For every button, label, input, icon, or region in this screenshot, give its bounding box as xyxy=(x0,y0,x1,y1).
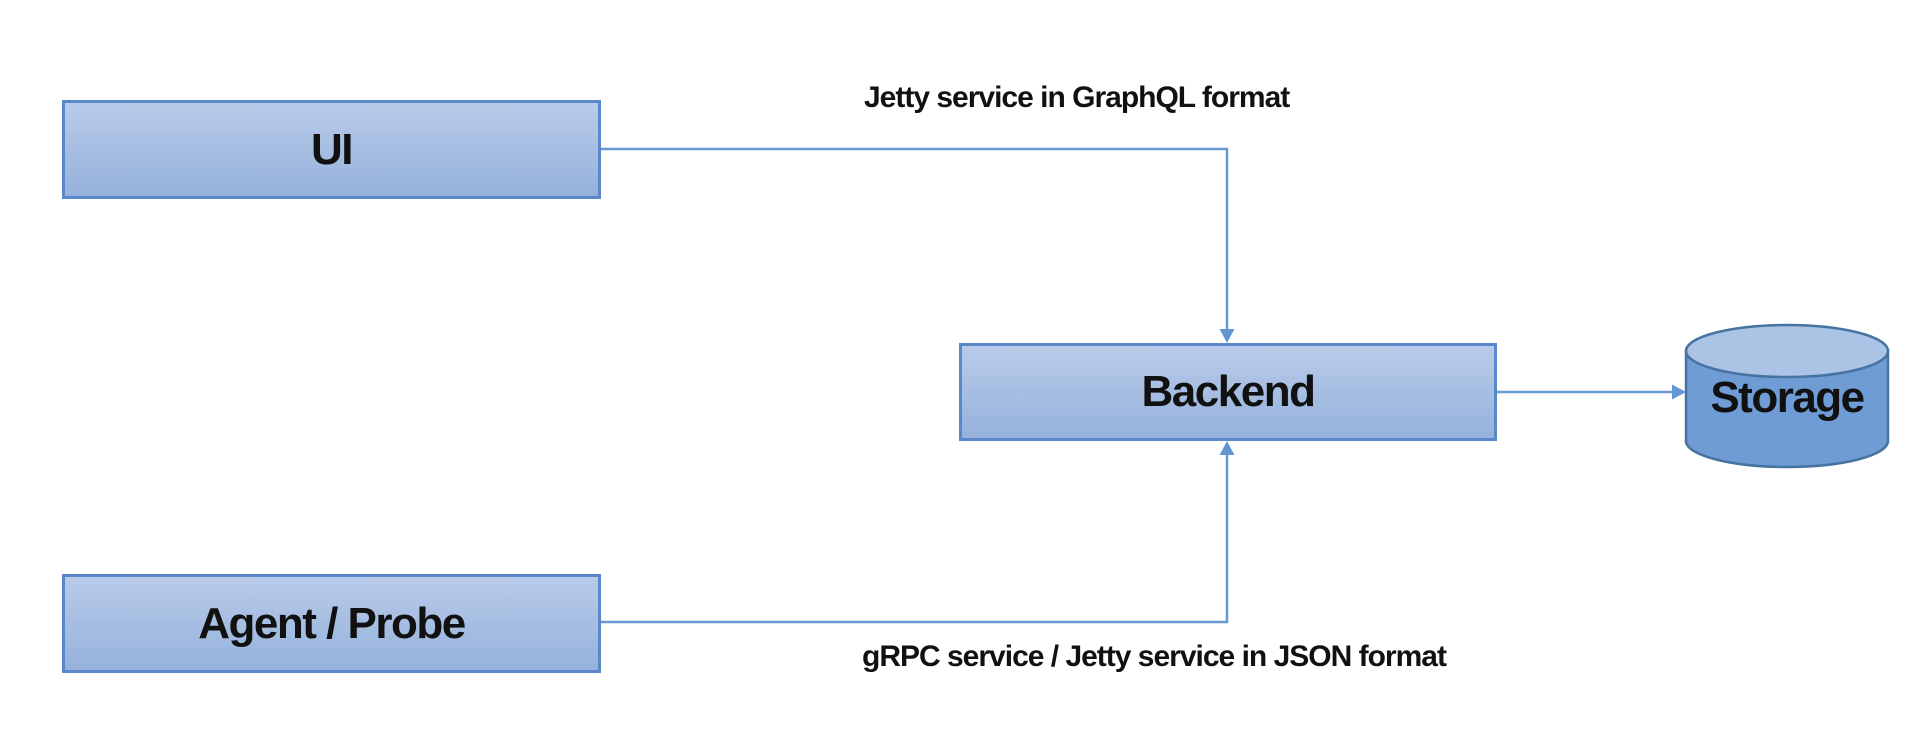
node-ui: UI xyxy=(62,100,601,199)
edge-label-agent-backend: gRPC service / Jetty service in JSON for… xyxy=(862,640,1447,673)
storage-cylinder-top xyxy=(1684,323,1890,379)
connector-ui-backend xyxy=(601,147,1235,343)
connector-ui-backend-line xyxy=(601,147,1229,330)
arrowhead-right-icon xyxy=(1672,384,1686,400)
node-agent-probe: Agent / Probe xyxy=(62,574,601,673)
storage-cylinder xyxy=(1684,323,1890,469)
node-agent-probe-label: Agent / Probe xyxy=(198,598,466,648)
node-backend-label: Backend xyxy=(1141,367,1316,416)
arrowhead-down-icon xyxy=(1219,329,1235,343)
connector-agent-backend-line xyxy=(601,454,1229,624)
arrowhead-up-icon xyxy=(1219,441,1235,455)
node-ui-label: UI xyxy=(311,124,354,174)
connector-backend-storage xyxy=(1497,384,1686,400)
storage-cylinder-body xyxy=(1684,349,1890,469)
edge-label-ui-backend: Jetty service in GraphQL format xyxy=(864,81,1290,114)
node-storage-label: Storage xyxy=(1710,373,1865,422)
connector-agent-backend xyxy=(601,441,1235,624)
node-backend: Backend xyxy=(959,343,1497,441)
